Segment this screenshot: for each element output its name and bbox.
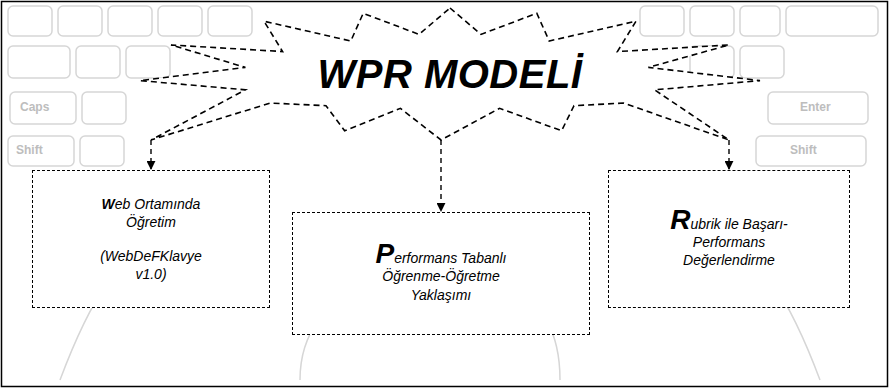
concept-text: Performans Tabanlı Öğrenme-Öğretme Yakla…: [354, 243, 529, 304]
concept-box: Rubrik ile Başarı-Performans Değerlendir…: [608, 170, 850, 308]
concept-box: Web Ortamında Öğretim (WebDeFKlavye v1.0): [32, 170, 270, 308]
key-label: Enter: [800, 100, 831, 114]
concept-text: Rubrik ile Başarı-Performans Değerlendir…: [654, 209, 804, 270]
key-label: Shift: [790, 143, 817, 157]
concept-text: Web Ortamında Öğretim: [86, 195, 216, 231]
dashed-arrow: [728, 140, 729, 169]
key-label: Shift: [16, 143, 43, 157]
dashed-arrow: [150, 140, 151, 169]
concept-box: Performans Tabanlı Öğrenme-Öğretme Yakla…: [292, 212, 590, 335]
starburst-title: WPR MODELİ: [140, 8, 760, 140]
concept-text: (WebDeFKlavye v1.0): [86, 247, 216, 283]
dashed-arrow: [440, 140, 441, 211]
model-title: WPR MODELİ: [318, 52, 583, 96]
key-label: Caps: [20, 100, 49, 114]
